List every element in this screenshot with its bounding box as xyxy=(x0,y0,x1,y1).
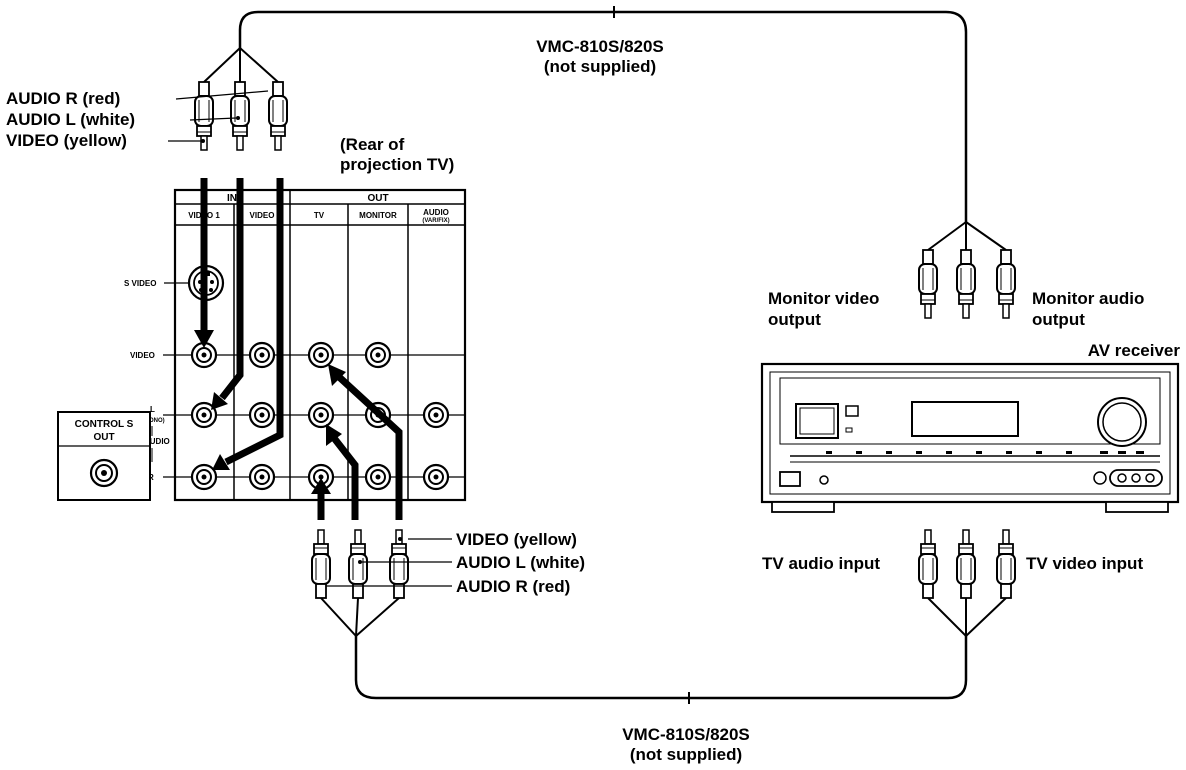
plug-audio-r-bottom xyxy=(311,529,331,599)
plug-audio-l-bottom xyxy=(348,529,368,599)
jack-video1-r xyxy=(190,463,218,491)
row-l: L xyxy=(150,405,155,414)
bottom-cable xyxy=(320,597,1007,704)
jack-audio-l xyxy=(422,401,450,429)
tv-caption-line2: projection TV) xyxy=(340,155,454,174)
jack-video2-video xyxy=(248,341,276,369)
top-cable-note: (not supplied) xyxy=(544,57,656,76)
jack-tv-l xyxy=(307,401,335,429)
monitor-video-line1: Monitor video xyxy=(768,289,879,308)
tv-audio-input-label: TV audio input xyxy=(762,554,880,573)
monitor-audio-line1: Monitor audio xyxy=(1032,289,1144,308)
col-video2: VIDEO xyxy=(250,211,275,220)
jack-monitor-video xyxy=(364,341,392,369)
control-s-line1: CONTROL S xyxy=(75,419,134,430)
bottom-cable-model: VMC-810S/820S xyxy=(622,725,750,744)
plug-monitor-video xyxy=(918,249,938,319)
label-video-bottom: VIDEO (yellow) xyxy=(456,530,577,549)
jack-audio-r xyxy=(422,463,450,491)
monitor-audio-line2: output xyxy=(1032,310,1085,329)
av-receiver xyxy=(760,362,1180,513)
plug-monitor-audio xyxy=(996,249,1016,319)
row-video: VIDEO xyxy=(130,351,155,360)
col-audio: AUDIO xyxy=(423,208,449,217)
row-audio: AUDIO xyxy=(144,437,170,446)
jack-video2-r xyxy=(248,463,276,491)
label-audio-l-bottom: AUDIO L (white) xyxy=(456,553,585,572)
receiver-title: AV receiver xyxy=(1088,341,1181,360)
col-monitor: MONITOR xyxy=(359,211,397,220)
row-svideo: S VIDEO xyxy=(124,279,156,288)
plug-tv-video-input xyxy=(996,529,1016,599)
jack-video2-l xyxy=(248,401,276,429)
arrows-out xyxy=(311,364,403,520)
arrows-in xyxy=(194,178,284,470)
top-cable xyxy=(203,6,1007,251)
tv-video-input-label: TV video input xyxy=(1026,554,1143,573)
control-s-box xyxy=(57,411,151,501)
label-audio-r-bottom: AUDIO R (red) xyxy=(456,577,570,596)
jack-tv-video xyxy=(307,341,335,369)
label-audio-r-left: AUDIO R (red) xyxy=(6,89,120,108)
plug-tv-audio-input xyxy=(918,529,938,599)
tv-caption-line1: (Rear of xyxy=(340,135,405,154)
col-audio-sub: (VAR/FIX) xyxy=(422,218,449,224)
row-mono: (MONO) xyxy=(142,418,165,424)
plug-monitor-mid xyxy=(956,249,976,319)
header-out: OUT xyxy=(367,193,388,204)
plug-tv-mid-input xyxy=(956,529,976,599)
plug-audio-r-left xyxy=(268,81,288,151)
label-video-left: VIDEO (yellow) xyxy=(6,131,127,150)
plug-audio-l-left xyxy=(230,81,250,151)
label-audio-l-left: AUDIO L (white) xyxy=(6,110,135,129)
col-tv: TV xyxy=(314,211,325,220)
header-in: IN xyxy=(227,193,237,204)
jack-monitor-r xyxy=(364,463,392,491)
bottom-cable-note: (not supplied) xyxy=(630,745,742,764)
control-s-line2: OUT xyxy=(93,432,114,443)
top-cable-model: VMC-810S/820S xyxy=(536,37,664,56)
monitor-video-line2: output xyxy=(768,310,821,329)
